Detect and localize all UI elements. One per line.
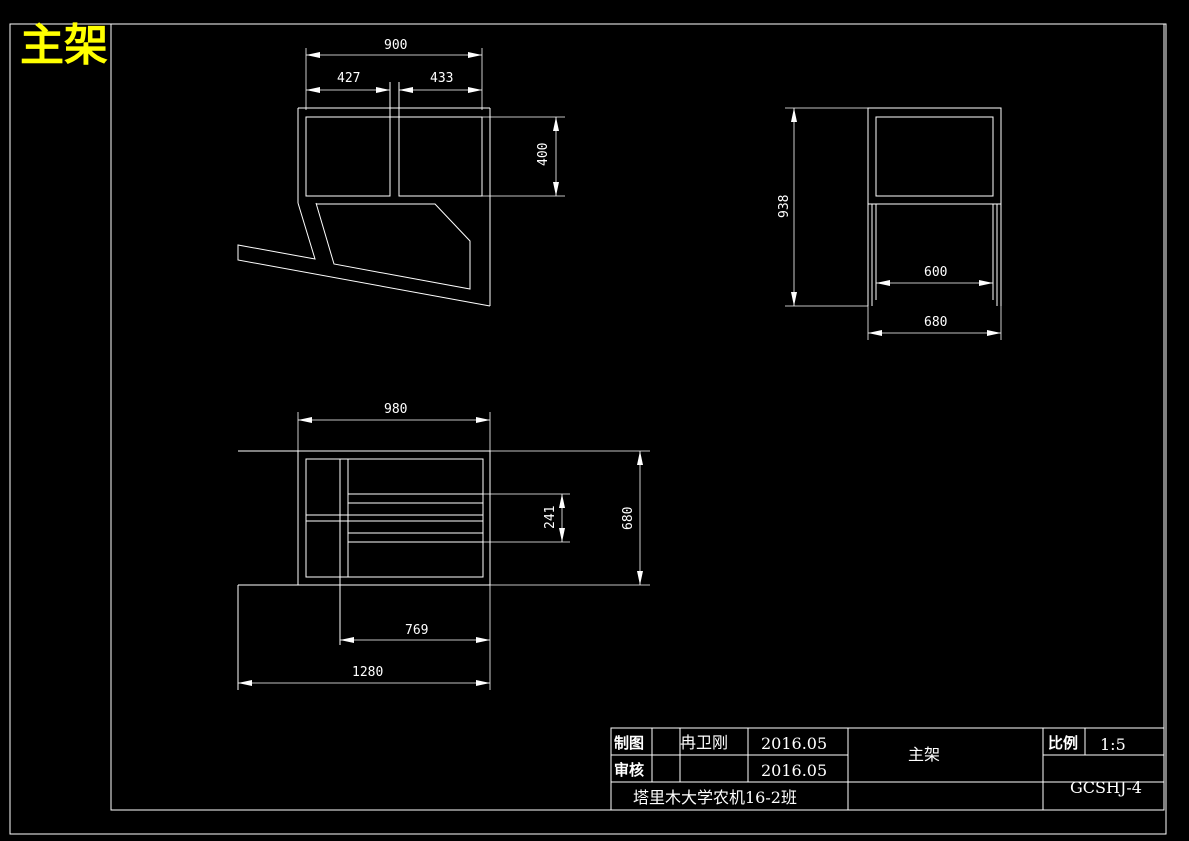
dim-980: 980	[384, 402, 407, 417]
dim-769: 769	[405, 623, 428, 638]
drawn-name: 冉卫刚	[680, 733, 728, 752]
dim-900: 900	[384, 38, 407, 53]
dim-600: 600	[924, 265, 947, 280]
part-name: 主架	[908, 745, 940, 764]
dim-938: 938	[777, 195, 792, 218]
drawing-number: GCSHJ-4	[1070, 778, 1142, 797]
drawn-date: 2016.05	[761, 734, 827, 753]
drawn-label: 制图	[614, 734, 644, 752]
drawing-title: 主架	[20, 20, 108, 71]
dim-680-side: 680	[924, 315, 947, 330]
scale-label: 比例	[1048, 734, 1078, 752]
dim-1280: 1280	[352, 665, 383, 680]
dim-241: 241	[543, 506, 558, 529]
dim-433: 433	[430, 71, 453, 86]
top-view: 980 241 680 769 1280	[237, 402, 650, 690]
inner-border	[110, 23, 1165, 811]
title-block: 制图 冉卫刚 2016.05 审核 2016.05 塔里木大学农机16-2班 主…	[610, 727, 1165, 811]
dim-680-top: 680	[621, 507, 636, 530]
checked-date: 2016.05	[761, 761, 827, 780]
dim-427: 427	[337, 71, 360, 86]
dim-400: 400	[536, 143, 551, 166]
side-view: 938 600 680	[777, 107, 1002, 340]
organization: 塔里木大学农机16-2班	[633, 788, 797, 807]
scale-value: 1:5	[1100, 735, 1126, 754]
checked-label: 审核	[614, 761, 644, 779]
front-view: 900 427 433 400	[237, 38, 565, 307]
